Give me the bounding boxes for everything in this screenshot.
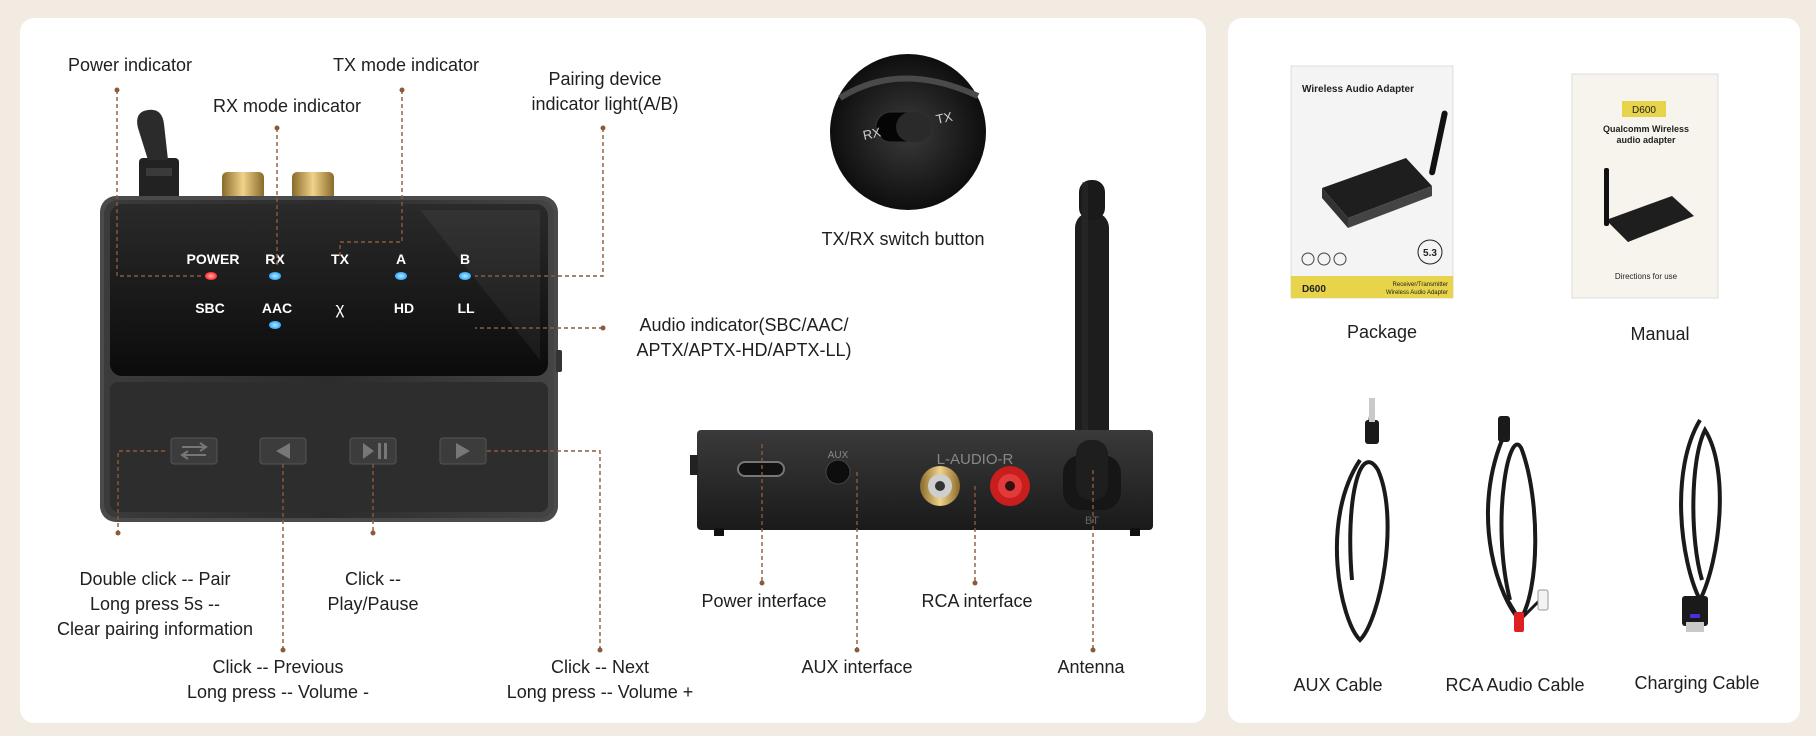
manual-title-2: audio adapter [1616, 135, 1676, 145]
led-label-tx: TX [331, 251, 350, 267]
box-footer-1: Receiver/Transmitter [1393, 282, 1448, 288]
audio-indicator-label-line1: Audio indicator(SBC/AAC/ [639, 315, 849, 335]
led-label-a: A [396, 251, 406, 267]
next-label-line1: Click -- Next [551, 657, 649, 677]
manual-title-1: Qualcomm Wireless [1603, 124, 1689, 134]
switch-tx-text: TX [935, 109, 955, 127]
leader-lines [116, 90, 1094, 650]
next-label-line2: Long press -- Volume + [506, 682, 694, 702]
pairing-indicator-label-line2: indicator light(A/B) [531, 94, 679, 114]
rear-bt-text: BT [1085, 515, 1099, 527]
switch-button-label: TX/RX switch button [821, 229, 985, 249]
power-interface-label: Power interface [701, 591, 827, 611]
pair-label-line3: Clear pairing information [56, 619, 254, 639]
rca-interface-label: RCA interface [921, 591, 1033, 611]
box-footer-2: Wireless Audio Adapter [1386, 290, 1448, 296]
manual-label: Manual [1630, 324, 1690, 344]
audio-indicator-label-line2: APTX/APTX-HD/APTX-LL) [636, 340, 852, 360]
rear-audio-text: L-AUDIO-R [937, 451, 1014, 468]
antenna-label: Antenna [1057, 657, 1125, 677]
pair-label-line2: Long press 5s -- [89, 594, 221, 614]
pair-label-line1: Double click -- Pair [79, 569, 231, 589]
charging-cable-label: Charging Cable [1634, 673, 1760, 693]
tx-mode-indicator-label: TX mode indicator [332, 55, 480, 75]
package-label: Package [1346, 322, 1418, 342]
rca-cable-image [1486, 416, 1549, 632]
rear-aux-text: AUX [828, 450, 849, 461]
pairing-indicator-label-line1: Pairing device [548, 69, 662, 89]
rca-cable-label: RCA Audio Cable [1445, 675, 1585, 695]
led-label-aptx: χ [336, 299, 345, 318]
led-label-sbc: SBC [195, 300, 225, 316]
switch-rx-text: RX [862, 124, 883, 142]
aux-interface-label: AUX interface [801, 657, 913, 677]
box-version: 5.3 [1423, 248, 1437, 259]
switch-closeup: RX TX [830, 54, 986, 210]
led-labels: POWER RX TX A B SBC AAC χ HD LL [187, 251, 475, 318]
rx-mode-indicator-label: RX mode indicator [212, 96, 362, 116]
manual-footer: Directions for use [1615, 272, 1678, 281]
adapter-rear-view: L-AUDIO-R AUX BT [690, 180, 1153, 536]
box-title: Wireless Audio Adapter [1302, 84, 1414, 95]
leader-dots [114, 87, 1096, 653]
manual-image: D600 Qualcomm Wireless audio adapter Dir… [1571, 73, 1719, 299]
play-label-line2: Play/Pause [327, 594, 419, 614]
power-indicator-label: Power indicator [67, 55, 193, 75]
previous-label-line2: Long press -- Volume - [186, 682, 370, 702]
play-label-line1: Click -- [345, 569, 401, 589]
aux-cable-image [1334, 398, 1390, 643]
adapter-front-view [100, 109, 562, 522]
package-box-image: Wireless Audio Adapter 5.3 D600 Receiver… [1290, 65, 1454, 299]
box-model: D600 [1302, 284, 1326, 295]
charging-cable-image [1679, 418, 1722, 632]
aux-cable-label: AUX Cable [1293, 675, 1383, 695]
led-label-power: POWER [187, 251, 240, 267]
led-label-ll: LL [457, 300, 475, 316]
previous-label-line1: Click -- Previous [212, 657, 344, 677]
led-label-hd: HD [394, 300, 414, 316]
led-label-rx: RX [265, 251, 285, 267]
led-label-aac: AAC [262, 300, 292, 316]
led-label-b: B [460, 251, 470, 267]
manual-model: D600 [1632, 105, 1656, 116]
